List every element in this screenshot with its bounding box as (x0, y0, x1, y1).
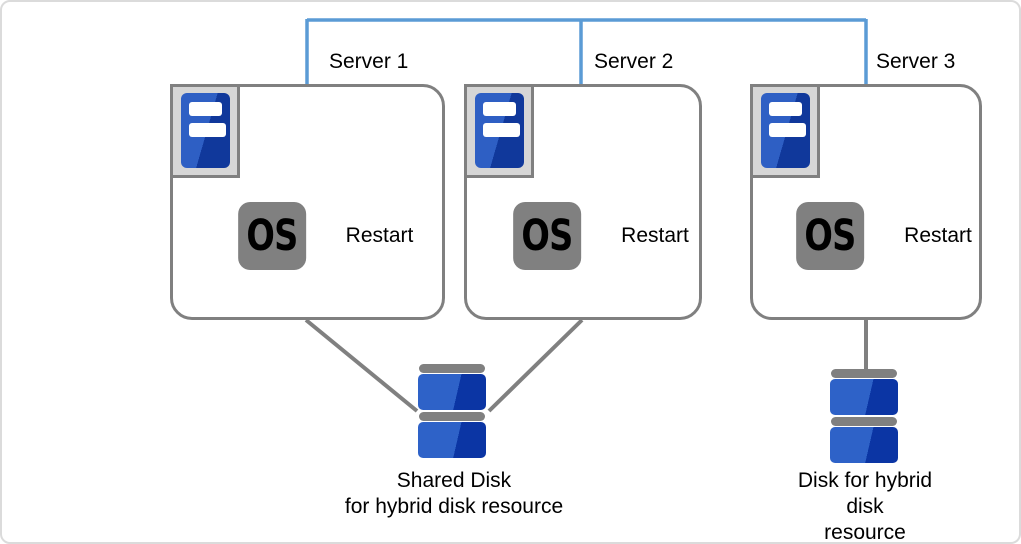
server-2-box: OS Restart (464, 84, 702, 320)
disk-platter (418, 374, 486, 410)
restart-label: Restart (904, 224, 972, 247)
server-1-box: OS Restart (170, 84, 445, 320)
drive-slot-icon (483, 102, 516, 116)
disk-platter-cap (831, 369, 897, 378)
disk-platter (418, 422, 486, 458)
shared-disk-caption: Shared Disk for hybrid disk resource (344, 469, 564, 518)
disk-platter-cap (419, 412, 485, 421)
restart-label: Restart (621, 224, 689, 247)
server-3-box: OS Restart (750, 84, 982, 320)
os-icon: OS (237, 202, 306, 270)
hybrid-disk-caption: Disk for hybrid disk resource (797, 469, 933, 544)
disk-platter (830, 427, 898, 463)
disk-platter-cap (831, 417, 897, 426)
tower-body (181, 93, 230, 168)
os-restart-group: OS Restart (796, 202, 972, 270)
os-restart-group: OS Restart (237, 202, 414, 270)
server-2-label: Server 2 (594, 50, 674, 73)
os-icon: OS (796, 202, 865, 270)
disk-platter-cap (419, 364, 485, 373)
server-3-label: Server 3 (876, 50, 956, 73)
server-tower-icon (464, 84, 534, 178)
drive-slot-icon (483, 123, 520, 137)
tower-body (475, 93, 524, 168)
server-1-label: Server 1 (329, 50, 409, 73)
restart-label: Restart (345, 224, 414, 247)
server-tower-icon (170, 84, 240, 178)
shared-disk-icon (418, 364, 486, 460)
server-tower-icon (750, 84, 820, 178)
drive-slot-icon (769, 123, 806, 137)
drive-slot-icon (189, 123, 226, 137)
os-restart-group: OS Restart (513, 202, 689, 270)
os-icon-label: OS (246, 211, 298, 261)
server-2-shared-disk-line (487, 318, 584, 413)
disk-platter (830, 379, 898, 415)
os-icon-label: OS (804, 211, 857, 261)
tower-body (761, 93, 810, 168)
os-icon-label: OS (521, 211, 574, 261)
server-1-shared-disk-line (304, 318, 419, 413)
os-icon: OS (513, 202, 582, 270)
hybrid-disk-icon (830, 369, 898, 465)
drive-slot-icon (189, 102, 222, 116)
drive-slot-icon (769, 102, 802, 116)
